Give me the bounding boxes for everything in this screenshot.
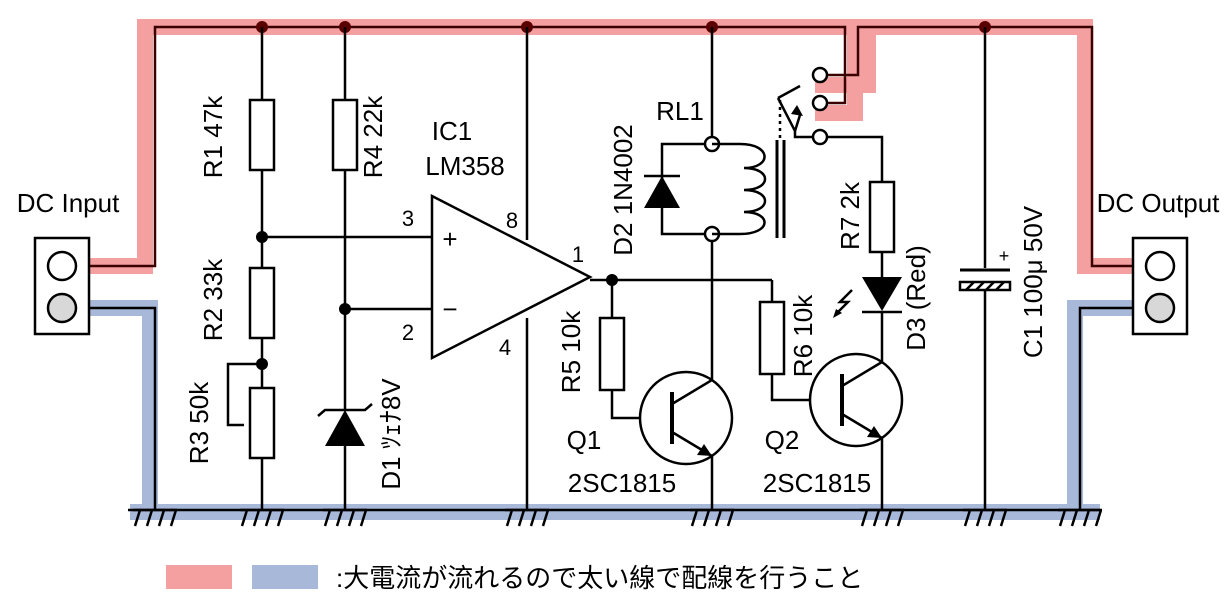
ground-symbol (240, 508, 285, 527)
legend-swatch-positive (166, 565, 232, 589)
junction-dot (256, 358, 268, 370)
dc-input-label: DC Input (17, 188, 120, 218)
d3-label: D3 (Red) (901, 245, 931, 350)
q1-ref-label: Q1 (567, 425, 602, 455)
ground-symbol (1058, 508, 1103, 527)
ground-symbol (505, 508, 550, 527)
legend: :大電流が流れるので太い線で配線を行うこと (166, 563, 863, 593)
relay-contact-common (811, 128, 829, 146)
c1-label: C1 100μ 50V (1018, 205, 1048, 358)
d1-label: D1 ﾂｪﾅ8V (376, 378, 406, 490)
resistor-r4 (331, 98, 359, 172)
led-d3 (862, 277, 902, 311)
d2-label: D2 1N4002 (608, 124, 638, 256)
r1-label: R1 47k (198, 95, 228, 178)
led-indicator: R7 2k D3 (Red) (833, 180, 931, 362)
diode-d2 (644, 176, 680, 208)
positive-terminal (46, 250, 78, 282)
q1-part-label: 2SC1815 (568, 468, 676, 498)
relay-rl1: RL1 D2 1N4002 (608, 27, 884, 372)
q2-ref-label: Q2 (765, 425, 800, 455)
q2-part-label: 2SC1815 (763, 468, 871, 498)
zener-diode-d1 (325, 410, 365, 446)
r4-label: R4 22k (358, 95, 388, 178)
ic1-part-label: LM358 (425, 151, 505, 181)
resistor-r2 (248, 266, 276, 340)
plus-sign: + (442, 224, 457, 254)
ground-terminal (1144, 292, 1176, 324)
ground-rail (128, 508, 1103, 527)
resistor-r1 (248, 98, 276, 172)
dc-output-label: DC Output (1097, 188, 1221, 218)
transistor-q2: R6 10k Q2 2SC1815 (758, 280, 904, 510)
r5-label: R5 10k (556, 310, 586, 393)
ground-wires (88, 306, 1140, 510)
transistor-q1: R5 10k Q1 2SC1815 (556, 280, 734, 510)
legend-text: :大電流が流れるので太い線で配線を行うこと (336, 563, 863, 593)
pin-8-label: 8 (506, 208, 518, 233)
rl1-label: RL1 (656, 96, 704, 126)
dc-output-connector: DC Output (1097, 188, 1221, 336)
legend-swatch-ground (252, 565, 318, 589)
capacitor-polarity-mark: + (999, 246, 1010, 266)
ground-symbol (690, 508, 735, 527)
potentiometer-r3 (248, 386, 276, 460)
dc-input-connector: DC Input (17, 188, 120, 336)
ic1-ref-label: IC1 (432, 116, 472, 146)
minus-sign: − (442, 294, 457, 324)
resistor-r7 (868, 180, 896, 254)
zener-reference: R4 22k D1 ﾂｪﾅ8V (317, 27, 406, 510)
pin-3-label: 3 (402, 206, 414, 231)
r6-label: R6 10k (788, 294, 818, 377)
r3-label: R3 50k (184, 381, 214, 464)
resistor-r5 (598, 316, 626, 392)
ground-symbol (323, 508, 368, 527)
ground-symbol (133, 508, 178, 527)
relay-contact-no (811, 94, 829, 112)
positive-terminal (1144, 250, 1176, 282)
ground-terminal (46, 292, 78, 324)
r7-label: R7 2k (835, 181, 865, 250)
relay-contact-nc (811, 66, 829, 84)
ground-symbol (963, 508, 1008, 527)
ground-symbol (860, 508, 905, 527)
pin-1-label: 1 (572, 242, 584, 267)
divider-network: R1 47k R2 33k R3 50k (184, 27, 276, 510)
pin-2-label: 2 (402, 320, 414, 345)
capacitor-c1: + C1 100μ 50V (958, 27, 1048, 510)
r2-label: R2 33k (198, 258, 228, 341)
opamp-ic1: + − 3 2 8 4 1 IC1 LM358 (262, 27, 772, 510)
pin-4-label: 4 (499, 335, 511, 360)
resistor-r6 (758, 300, 786, 376)
